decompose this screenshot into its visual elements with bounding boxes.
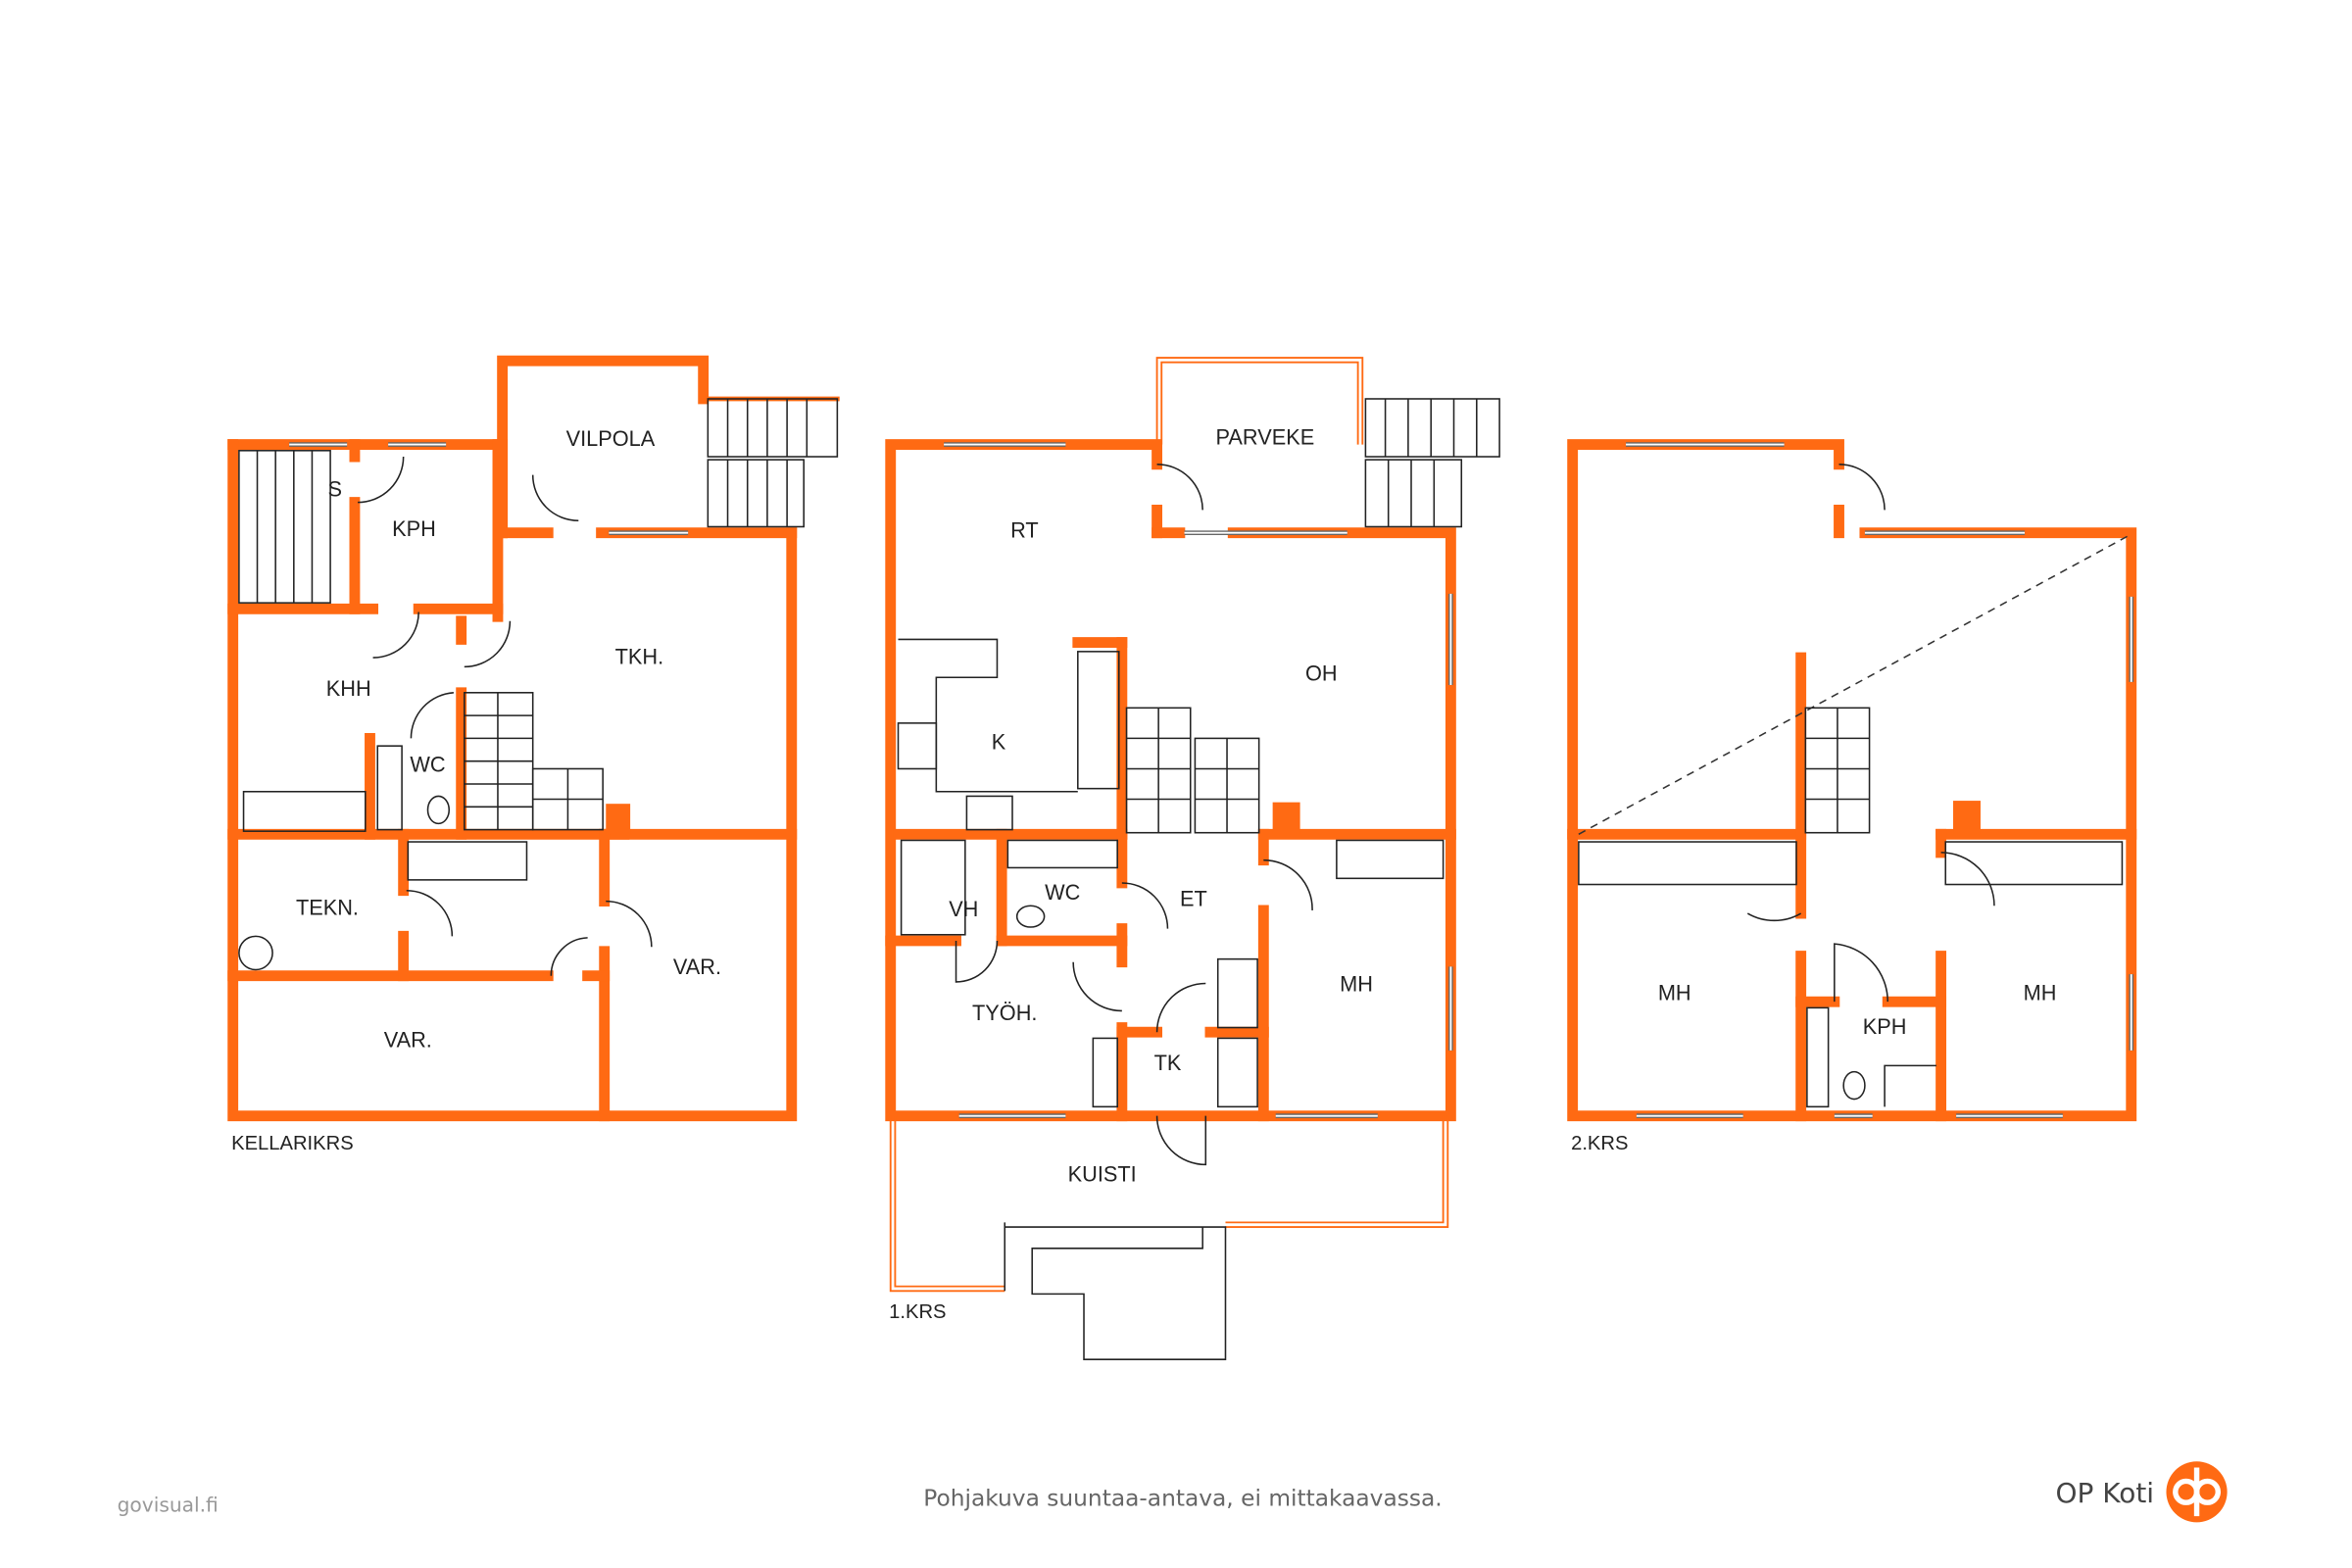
room-label: ET	[1180, 886, 1207, 910]
room-label: KPH	[1863, 1014, 1907, 1039]
room-label: VH	[949, 897, 978, 921]
room-label: WC	[410, 753, 445, 777]
room-label: K	[992, 729, 1006, 754]
room-label: VILPOLA	[566, 426, 656, 451]
credit-text: govisual.fi	[118, 1494, 219, 1517]
room-label: KPH	[392, 516, 436, 541]
basement-plan: VILPOLA S KPH KHH TKH. WC TEKN. VAR. VAR…	[227, 355, 840, 1154]
room-label: TKH.	[615, 644, 664, 668]
room-label: VAR.	[673, 955, 721, 979]
disclaimer-text: Pohjakuva suuntaa-antava, ei mittakaavas…	[923, 1485, 1442, 1511]
room-label: VAR.	[384, 1028, 432, 1053]
room-label: WC	[1045, 880, 1080, 905]
room-label: KUISTI	[1068, 1161, 1137, 1186]
second-floor-plan: MH KPH MH 2.KRS	[1567, 439, 2137, 1154]
floor-label: 1.KRS	[889, 1301, 946, 1323]
room-label: S	[327, 476, 342, 501]
brand-name: OP Koti	[2056, 1477, 2155, 1509]
room-label: MH	[2024, 981, 2057, 1005]
room-label: MH	[1658, 981, 1691, 1005]
first-floor-plan: PARVEKE RT OH K WC VH ET TYÖH. MH TK KUI…	[885, 357, 1500, 1360]
room-label: PARVEKE	[1216, 425, 1315, 450]
room-label: RT	[1010, 517, 1039, 542]
room-label: MH	[1340, 971, 1373, 996]
floor-label: 2.KRS	[1571, 1133, 1628, 1154]
floor-label: KELLARIKRS	[231, 1133, 354, 1154]
room-label: KHH	[326, 676, 371, 701]
op-logo-icon	[2166, 1461, 2228, 1523]
room-label: TYÖH.	[972, 1001, 1037, 1025]
room-label: TK	[1154, 1051, 1182, 1075]
room-label: OH	[1305, 661, 1338, 685]
room-label: TEKN.	[296, 896, 359, 920]
